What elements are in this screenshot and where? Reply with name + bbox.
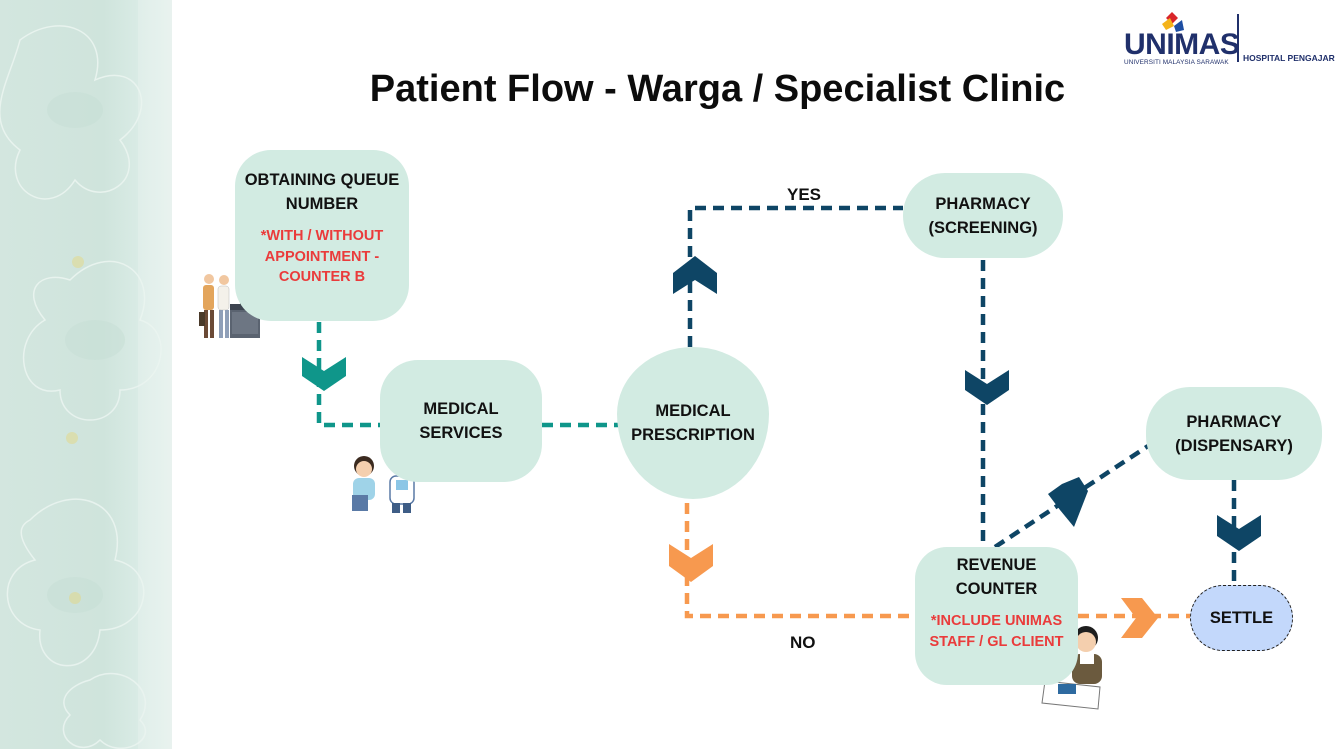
node-label: REVENUE COUNTER xyxy=(955,556,1038,598)
node-medical-services: MEDICAL SERVICES xyxy=(380,360,542,482)
node-pharmacy-dispensary: PHARMACY (DISPENSARY) xyxy=(1146,387,1322,480)
edge-prescription-to-revenue xyxy=(684,503,915,619)
node-obtaining-queue-number: OBTAINING QUEUE NUMBER *WITH / WITHOUT A… xyxy=(235,150,409,321)
logo-wordmark: UNIMAS xyxy=(1124,28,1240,61)
chevron-down-icon xyxy=(669,544,713,582)
edge-label-no: NO xyxy=(790,633,816,652)
node-revenue-counter: REVENUE COUNTER *INCLUDE UNIMAS STAFF / … xyxy=(915,547,1078,685)
cashier-icon xyxy=(1041,626,1102,710)
chevron-down-icon xyxy=(302,357,346,391)
page-title: Patient Flow - Warga / Specialist Clinic xyxy=(369,68,1066,110)
decorative-sidebar xyxy=(0,0,172,749)
chevron-down-icon xyxy=(1217,515,1261,551)
node-note: *WITH / WITHOUT APPOINTMENT - COUNTER B xyxy=(260,228,384,285)
node-settle: SETTLE xyxy=(1190,585,1293,651)
logo-subtitle: UNIVERSITI MALAYSIA SARAWAK xyxy=(1124,59,1229,66)
node-note: *INCLUDE UNIMAS STAFF / GL CLIENT xyxy=(929,613,1064,650)
node-label: OBTAINING QUEUE NUMBER xyxy=(244,171,400,213)
chevron-diagonal-icon xyxy=(1048,477,1088,527)
node-label: SETTLE xyxy=(1209,609,1274,627)
logo-divider xyxy=(1237,14,1239,62)
node-medical-prescription: MEDICAL PRESCRIPTION xyxy=(617,347,769,499)
edge-label-yes: YES xyxy=(787,185,822,204)
chevron-right-icon xyxy=(1121,598,1158,638)
chevron-down-icon xyxy=(965,370,1009,405)
unimas-logo: UNIMAS UNIVERSITI MALAYSIA SARAWAK HOSPI… xyxy=(1118,10,1335,70)
unimas-emblem-icon xyxy=(1162,12,1184,32)
orchid-background-pattern xyxy=(0,25,162,749)
chevron-up-icon xyxy=(673,256,717,294)
node-pharmacy-screening: PHARMACY (SCREENING) xyxy=(903,173,1063,258)
edge-prescription-to-screening xyxy=(687,205,903,347)
node-label: MEDICAL SERVICES xyxy=(419,400,503,442)
node-label: PHARMACY (SCREENING) xyxy=(928,194,1038,237)
node-label: PHARMACY (DISPENSARY) xyxy=(1175,412,1293,455)
node-label: MEDICAL PRESCRIPTION xyxy=(631,402,755,444)
logo-partner-text: HOSPITAL PENGAJAR xyxy=(1243,53,1335,63)
